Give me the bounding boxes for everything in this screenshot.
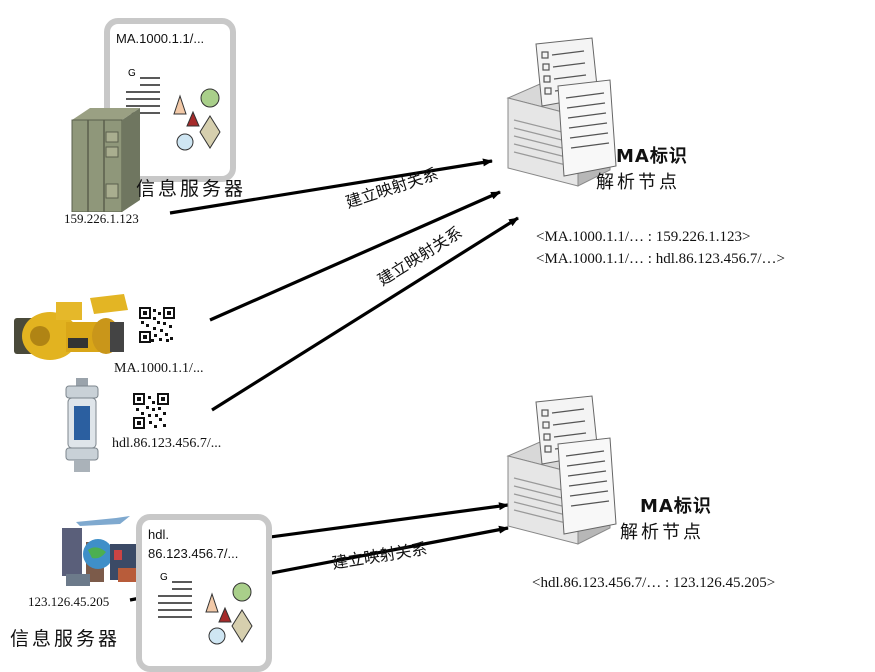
arrow-product1-to-ma-node [209,190,501,322]
product-1-id: MA.1000.1.1/... [114,361,204,376]
bottom-info-server-ip: 123.126.45.205 [28,594,110,609]
bottom-ma-node-label-2: 解析节点 [620,522,704,543]
resolution-server-icon [506,37,617,187]
qr-code-icon [139,307,175,343]
server-rack-icon [71,108,140,212]
document-content-icon: G [158,572,253,645]
top-info-server-label: 信息服务器 [136,178,247,200]
top-document-card: MA.1000.1.1/... G [104,18,236,182]
top-document-id: MA.1000.1.1/... [116,31,205,46]
bottom-document-id-line-1: hdl. [148,527,169,542]
arrow-product2-to-ma-node [211,216,519,412]
top-ma-node-label-1: MA标识 [616,146,688,167]
bottom-ma-node-label-1: MA标识 [640,496,712,517]
qr-code-icon [133,393,169,429]
document-content-icon: G [126,68,221,151]
top-info-server-ip: 159.226.1.123 [64,211,139,226]
top-ma-node-label-2: 解析节点 [596,172,680,193]
product-2-id: hdl.86.123.456.7/... [112,436,222,451]
svg-text:G: G [128,68,136,79]
arrow-info-server-to-ma-node [169,158,493,215]
valve-product-image [14,294,128,360]
resolution-server-icon [506,395,617,545]
bottom-mapping-1: <hdl.86.123.456.7/… : 123.126.45.205> [532,575,776,591]
arrow-bottom-doc-to-ma-node [247,502,509,542]
logistics-collage-image [62,516,144,586]
bottom-document-card: hdl. 86.123.456.7/... G [136,514,272,672]
top-mapping-1: <MA.1000.1.1/… : 159.226.1.123> [536,229,751,245]
svg-text:G: G [160,572,168,583]
instrument-product-image [65,378,99,472]
top-mapping-2: <MA.1000.1.1/… : hdl.86.123.456.7/…> [536,251,786,267]
bottom-document-id-line-2: 86.123.456.7/... [148,546,239,561]
bottom-info-server-label: 信息服务器 [10,628,121,650]
